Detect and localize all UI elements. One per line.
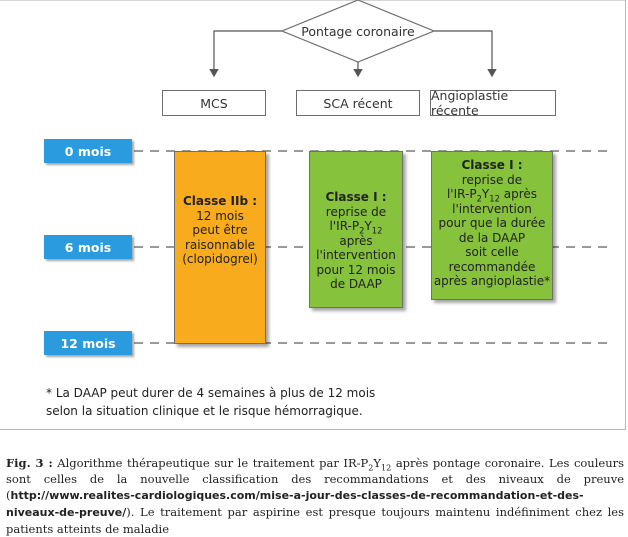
recommendation-sca-line: reprise de: [325, 204, 387, 219]
recommendation-angioplastie-line: après angioplastie*: [433, 274, 551, 288]
recommendation-sca: Classe I : reprise de l'IR-P2Y12 après l…: [309, 151, 403, 308]
footnote-line-2: selon la situation clinique et le risque…: [46, 404, 363, 418]
figure-frame: [0, 0, 626, 430]
figure-caption: Fig. 3 : Algorithme thérapeutique sur le…: [6, 455, 624, 537]
recommendation-mcs-title: Classe IIb :: [182, 194, 258, 208]
recommendation-angioplastie-line: soit celle: [465, 245, 519, 259]
recommendation-mcs-line: raisonnable: [184, 237, 256, 252]
connector-right: [434, 30, 497, 78]
recommendation-sca-line: de DAAP: [330, 277, 382, 291]
recommendation-angioplastie-line: reprise de: [461, 172, 523, 187]
option-sca-recent: SCA récent: [296, 90, 420, 116]
recommendation-angioplastie-line: de la DAAP: [458, 230, 526, 245]
caption-subscript: 2: [368, 463, 374, 473]
recommendation-sca-drug: l'IR-P2Y12: [329, 219, 383, 236]
recommendation-angioplastie-drug: l'IR-P2Y12 après: [446, 187, 538, 204]
decision-label: Pontage coronaire: [301, 23, 415, 39]
timeline-12-mois: 12 mois: [44, 331, 132, 355]
recommendation-sca-title: Classe I :: [325, 190, 387, 204]
option-angioplastie-recente: Angioplastie récente: [430, 88, 556, 118]
caption-text: Y: [373, 456, 381, 470]
recommendation-mcs-line: (clopidogrel): [182, 252, 258, 266]
recommendation-sca-line: pour 12 mois: [316, 262, 396, 277]
caption-subscript: 12: [380, 463, 392, 473]
recommendation-angioplastie: Classe I : reprise de l'IR-P2Y12 après l…: [431, 151, 553, 300]
recommendation-mcs-line: peut être: [192, 223, 248, 237]
recommendation-sca-line: après: [339, 233, 373, 248]
option-mcs: MCS: [162, 90, 266, 116]
recommendation-sca-line: l'intervention: [316, 248, 396, 262]
caption-text: Algorithme thérapeutique sur le traiteme…: [52, 456, 369, 470]
connector-left: [209, 30, 282, 78]
figure-label: Fig. 3 :: [6, 456, 53, 470]
footnote-line-1: * La DAAP peut durer de 4 semaines à plu…: [46, 386, 376, 400]
recommendation-angioplastie-line: recommandée: [448, 259, 536, 274]
recommendation-angioplastie-line: l'intervention: [452, 201, 532, 216]
footnote: * La DAAP peut durer de 4 semaines à plu…: [46, 384, 466, 420]
recommendation-mcs-line: 12 mois: [196, 208, 244, 223]
caption-text: après pontage coronaire. Les couleurs so…: [6, 456, 625, 502]
recommendation-mcs: Classe IIb : 12 mois peut être raisonnab…: [174, 151, 266, 344]
recommendation-angioplastie-title: Classe I :: [461, 158, 523, 172]
timeline-6-mois: 6 mois: [44, 235, 132, 259]
recommendation-angioplastie-line: pour que la durée: [438, 216, 546, 230]
connector-lines: [134, 0, 610, 344]
timeline-0-mois: 0 mois: [44, 139, 132, 163]
